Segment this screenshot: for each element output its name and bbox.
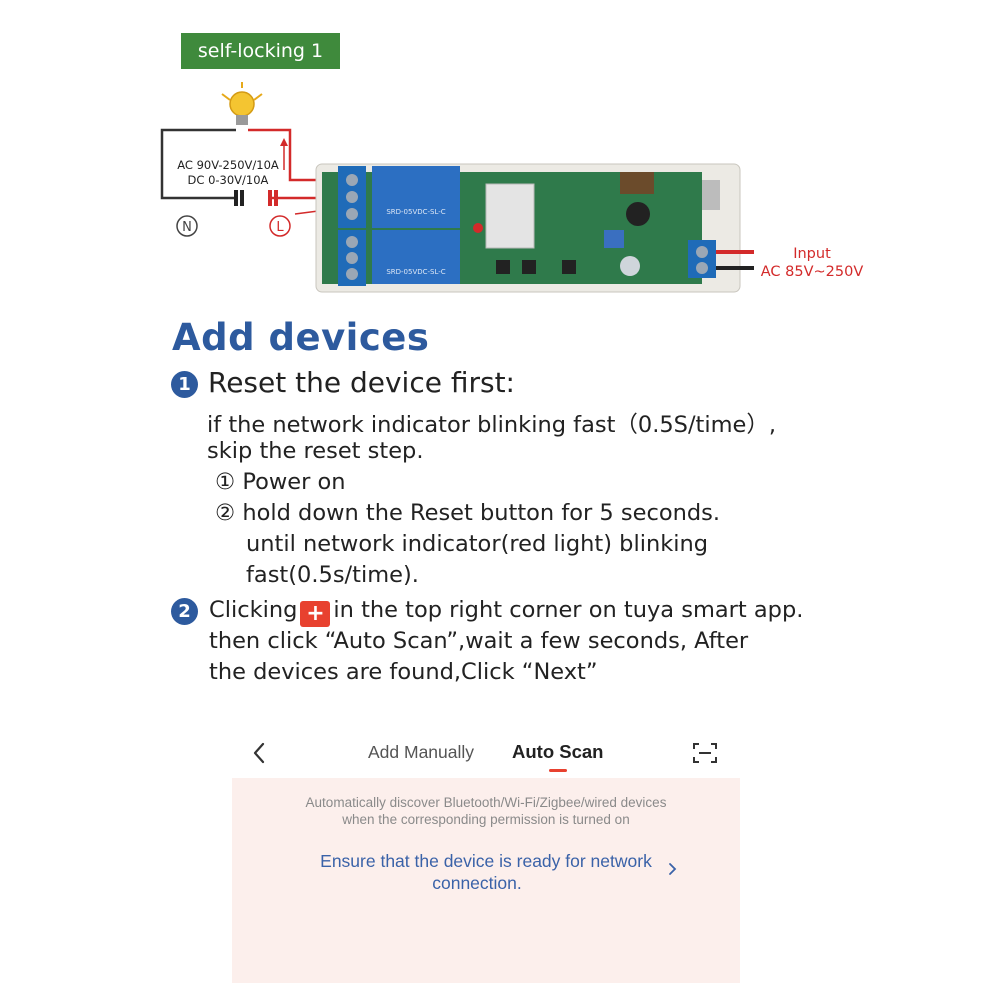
- step-1-substep-hold-reset: ② hold down the Reset button for 5 secon…: [215, 500, 721, 526]
- step-2-text-after: in the top right corner on tuya smart ap…: [333, 597, 804, 623]
- step-1-substep-power-on: ① Power on: [215, 469, 346, 495]
- network-indicator-led: [473, 223, 483, 233]
- wifi-module: [485, 183, 535, 249]
- svg-text:SRD-05VDC-SL-C: SRD-05VDC-SL-C: [386, 268, 445, 276]
- ac-rating-label: AC 90V-250V/10A: [177, 158, 279, 172]
- step-2-text-before: Clicking: [209, 597, 298, 623]
- wiring-diagram: AC 90V-250V/10A DC 0-30V/10A N L SRD-05V…: [160, 82, 864, 293]
- step-2-line: then click “Auto Scan”,wait a few second…: [209, 628, 749, 654]
- tab-auto-scan[interactable]: Auto Scan: [512, 741, 604, 762]
- step-2-line: Clicking+in the top right corner on tuya…: [209, 597, 803, 627]
- step-1-line: skip the reset step.: [207, 438, 424, 464]
- neutral-symbol-icon: [176, 215, 198, 237]
- discovery-hint-line-1: Automatically discover Bluetooth/Wi-Fi/Z…: [305, 795, 667, 810]
- step-1-badge: 1: [171, 371, 198, 398]
- add-devices-heading: Add devices: [172, 316, 430, 359]
- step-1-title: Reset the device first:: [208, 366, 515, 399]
- input-voltage-label: AC 85V~250V: [761, 264, 864, 280]
- dc-rating-label: DC 0-30V/10A: [188, 173, 269, 187]
- auto-scan-panel: [232, 778, 740, 983]
- ensure-ready-link[interactable]: Ensure that the device is ready for netw…: [320, 851, 652, 871]
- relay-2: SRD-05VDC-SL-C: [372, 230, 460, 284]
- line-symbol-label: L: [276, 220, 284, 235]
- step-2-badge: 2: [171, 598, 198, 625]
- discovery-hint-line-2: when the corresponding permission is tur…: [342, 812, 630, 827]
- step-1-line: fast(0.5s/time).: [246, 562, 419, 588]
- chevron-right-icon[interactable]: [668, 861, 678, 877]
- neutral-symbol-label: N: [182, 220, 192, 235]
- step-1-line: until network indicator(red light) blink…: [246, 531, 709, 557]
- reset-button-icon: [496, 260, 510, 274]
- mode-tag: self-locking 1: [181, 33, 340, 69]
- back-arrow-icon[interactable]: [248, 740, 272, 766]
- tab-add-manually[interactable]: Add Manually: [368, 742, 475, 762]
- active-tab-indicator: [549, 769, 567, 772]
- relay-terminal-block: [338, 166, 366, 286]
- step-1-line: if the network indicator blinking fast（0…: [207, 412, 777, 438]
- input-label: Input: [793, 246, 831, 262]
- lamp-icon: [221, 82, 263, 125]
- svg-text:SRD-05VDC-SL-C: SRD-05VDC-SL-C: [386, 208, 445, 216]
- line-symbol-icon: [269, 215, 291, 237]
- relay-1: SRD-05VDC-SL-C: [372, 166, 460, 228]
- scan-frame-icon[interactable]: [692, 741, 718, 765]
- ensure-ready-link-line-2[interactable]: connection.: [432, 873, 522, 893]
- step-2-line: the devices are found,Click “Next”: [209, 659, 598, 685]
- plus-icon: +: [300, 601, 331, 627]
